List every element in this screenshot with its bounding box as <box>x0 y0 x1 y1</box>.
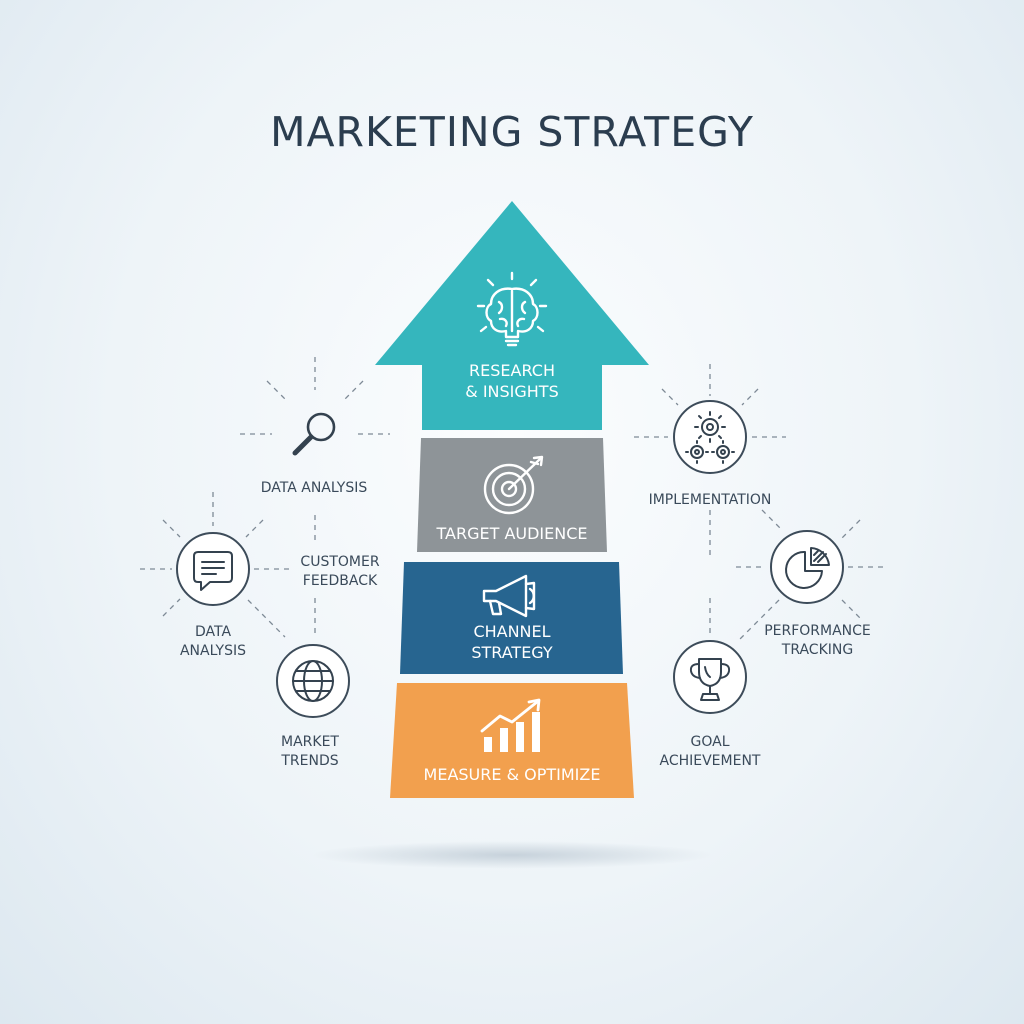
gears-icon <box>685 411 735 464</box>
stage-target-label: TARGET AUDIENCE <box>436 524 588 543</box>
performance-tracking-label: PERFORMANCE TRACKING <box>764 623 871 658</box>
market-trends-label: MARKET TRENDS <box>281 734 339 769</box>
customer-feedback-label: CUSTOMER FEEDBACK <box>300 554 380 589</box>
left-connector-lines <box>140 357 390 638</box>
diagram-title: MARKETING STRATEGY <box>270 108 754 156</box>
target-icon <box>483 455 544 515</box>
data-analysis-label: DATA ANALYSIS <box>260 480 368 496</box>
pie-node-circle <box>770 530 844 604</box>
goal-achievement-label: GOAL ACHIEVEMENT <box>659 734 761 769</box>
trophy-icon <box>689 658 731 701</box>
brain-lightbulb-icon <box>476 271 548 347</box>
ground-shadow <box>312 841 712 869</box>
data-analysis-secondary-label: DATA ANALYSIS <box>179 624 247 659</box>
chat-bubble-icon <box>193 551 233 591</box>
globe-icon <box>292 660 334 702</box>
implementation-label: IMPLEMENTATION <box>648 492 772 508</box>
stage-channel-block <box>400 562 623 674</box>
growth-chart-icon <box>480 698 541 752</box>
stage-measure-label: MEASURE & OPTIMIZE <box>423 765 601 784</box>
stage-channel-label: CHANNEL STRATEGY <box>471 622 553 662</box>
stage-research-label: RESEARCH & INSIGHTS <box>465 361 559 401</box>
stage-measure-block <box>390 683 634 798</box>
megaphone-icon <box>482 574 536 618</box>
pie-chart-icon <box>785 547 830 589</box>
right-connector-lines <box>634 364 883 642</box>
magnifier-icon <box>292 412 336 456</box>
